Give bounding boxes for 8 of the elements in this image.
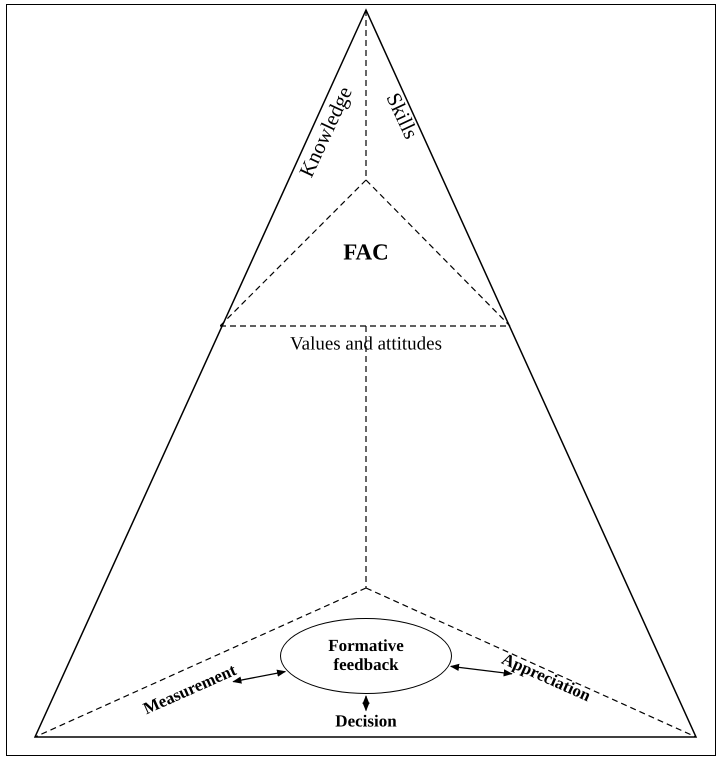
double-arrow [450, 664, 513, 676]
node-label: Decision [335, 712, 397, 732]
process-ellipse: Formative feedback [280, 618, 452, 694]
side-label: Skills [381, 89, 423, 143]
section-label: Values and attitudes [290, 334, 442, 356]
center-label: FAC [343, 239, 389, 265]
double-arrow [232, 670, 286, 684]
double-arrow [362, 695, 370, 712]
